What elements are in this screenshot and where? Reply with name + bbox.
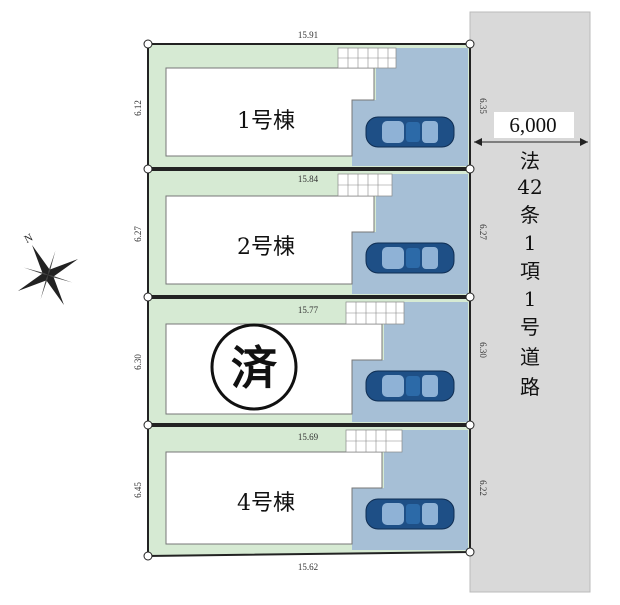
corner-markers [143,39,475,561]
road-width-dimension: 6,000 [474,112,588,146]
lot-3: 済 15.77 6.30 6.30 [133,297,488,425]
road-name-label: 法 42 条 1 項 1 号 道 路 [517,149,542,399]
lot-4-car-icon [365,498,455,530]
corner-point [465,547,475,557]
corner-point [143,164,153,174]
lot-4-left-dim: 6.45 [133,482,143,498]
lot-3-car-icon [365,370,455,402]
lot-2: 2号棟 15.84 6.27 6.27 [133,169,488,297]
lot-3-right-dim: 6.30 [478,342,488,358]
road-char-0: 法 [520,149,540,173]
lot-4-top-dim: 15.69 [298,432,319,442]
lot-1-left-dim: 6.12 [133,100,143,116]
lot-4: 4号棟 15.69 6.45 6.22 [133,425,488,558]
road-char-5: 1 [524,287,537,311]
lot-2-top-dim: 15.84 [298,174,319,184]
road-char-1: 42 [517,175,542,199]
corner-point [143,292,153,302]
lot-3-left-dim: 6.30 [133,354,143,370]
sold-mark: 済 [231,341,278,395]
lot-2-right-dim: 6.27 [478,224,488,240]
lot-2-label: 2号棟 [237,235,295,260]
lot-4-label: 4号棟 [237,491,295,516]
lot-1-car-icon [365,116,455,148]
corner-point [143,420,153,430]
lot-2-left-dim: 6.27 [133,226,143,242]
bottom-dim: 15.62 [298,562,318,572]
road-width-label: 6,000 [509,113,556,137]
road-char-4: 項 [520,259,540,283]
corner-point [143,551,153,561]
lot-4-right-dim: 6.22 [478,480,488,496]
corner-point [465,164,475,174]
corner-point [465,39,475,49]
lot-1-right-dim: 6.35 [478,98,488,114]
lot-1-label: 1号棟 [237,109,295,134]
lot-3-top-dim: 15.77 [298,305,319,315]
road-char-8: 路 [520,375,540,399]
lot-1: 1号棟 15.91 6.12 6.35 [133,30,488,169]
corner-point [143,39,153,49]
lot-1-top-dim: 15.91 [298,30,318,40]
road-char-6: 号 [520,315,540,339]
road-char-2: 条 [520,203,540,227]
sold-badge: 済 [210,323,298,411]
lot-2-car-icon [365,242,455,274]
compass-icon: N [17,232,79,306]
road-char-7: 道 [520,345,540,369]
road-strip [469,11,591,593]
corner-point [465,420,475,430]
corner-point [465,292,475,302]
road-char-3: 1 [524,231,537,255]
compass-north-label: N [22,232,35,246]
